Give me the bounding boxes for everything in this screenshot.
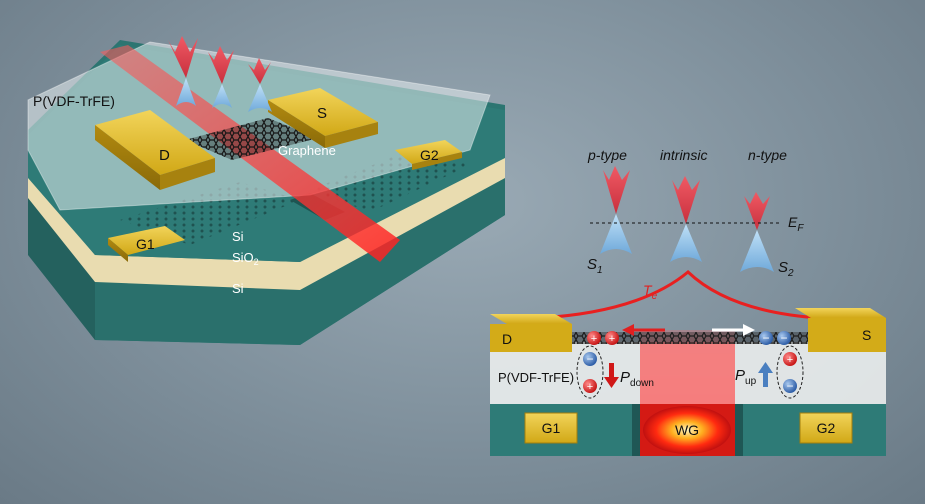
cs-gate2-pad xyxy=(799,412,853,444)
cs-source-front xyxy=(808,318,886,352)
gate2-pad-front xyxy=(412,152,462,170)
drain-electrode-side xyxy=(95,125,160,190)
electron-temperature-curve xyxy=(539,269,821,320)
cs-gap-left xyxy=(632,404,640,456)
label-fermi-level: EF xyxy=(788,214,804,234)
cs-drain-top xyxy=(490,314,572,324)
dipole-right-plus: + xyxy=(783,352,797,366)
cone-p-type xyxy=(600,166,632,254)
svg-text:+: + xyxy=(591,333,597,345)
graphene-shade xyxy=(185,118,318,160)
hole-current-arrowhead xyxy=(622,324,634,336)
dipole-left-plus: + xyxy=(583,379,597,393)
stack-front-face xyxy=(95,175,505,345)
cone-n-type xyxy=(740,192,774,272)
gate1-pad xyxy=(108,226,185,255)
label-p-down: Pdown xyxy=(620,369,654,389)
sio2-layer xyxy=(28,155,505,290)
dirac-cone-middle xyxy=(208,46,234,108)
gate1-pad-side xyxy=(108,238,128,262)
gate2-pad xyxy=(395,140,462,164)
label-s1: S1 xyxy=(587,256,603,276)
svg-text:+: + xyxy=(587,381,593,393)
cs-label-drain: D xyxy=(502,331,512,347)
source-electrode-front xyxy=(325,122,378,148)
cone-intrinsic xyxy=(670,176,702,262)
label-drain: D xyxy=(159,147,170,164)
dipole-left-minus: − xyxy=(583,352,597,366)
label-si-bottom: Si xyxy=(232,281,244,296)
p-down-arrow-shaft xyxy=(609,363,614,377)
cross-section: D S + + − − − + + − Pdown Pup P(VDF-TrFE… xyxy=(490,308,886,456)
label-te: Te xyxy=(643,282,658,302)
cs-label-gate2: G2 xyxy=(817,420,836,436)
electron-carrier-2: − xyxy=(777,331,791,345)
dipole-left-outline xyxy=(576,345,604,399)
p-down-arrow-head xyxy=(604,377,619,388)
cs-label-ferroelectric: P(VDF-TrFE) xyxy=(498,370,574,385)
svg-text:−: − xyxy=(780,331,787,345)
label-si-top: Si xyxy=(232,229,244,244)
label-sio2: SiO2 xyxy=(232,250,259,267)
source-electrode-top xyxy=(268,88,378,136)
label-source: S xyxy=(317,105,327,122)
cs-label-gate1: G1 xyxy=(542,420,561,436)
label-gate1: G1 xyxy=(136,236,155,252)
beam-through-slab xyxy=(640,342,735,404)
p-up-arrow-shaft xyxy=(763,373,768,387)
dipole-right-outline xyxy=(776,345,804,399)
graphene-sheet xyxy=(185,118,318,160)
label-n-type: n-type xyxy=(748,147,787,163)
hole-carrier-2: + xyxy=(605,331,619,345)
cs-drain-front xyxy=(490,324,572,352)
electron-carrier-1: − xyxy=(759,331,773,345)
drain-electrode-top xyxy=(95,110,215,175)
label-graphene: Graphene xyxy=(278,143,336,158)
svg-text:+: + xyxy=(787,354,793,366)
device-3d: P(VDF-TrFE) D S Graphene G1 G2 Si SiO2 S… xyxy=(27,36,505,345)
label-ferroelectric: P(VDF-TrFE) xyxy=(33,93,115,109)
svg-text:−: − xyxy=(586,352,593,366)
label-p-type: p-type xyxy=(587,147,627,163)
cs-gap-right xyxy=(735,404,743,456)
dipole-right-minus: − xyxy=(783,379,797,393)
dirac-cone-left xyxy=(168,36,198,106)
cs-source-top xyxy=(795,308,886,318)
label-s2: S2 xyxy=(778,259,794,279)
electron-current-arrowhead xyxy=(743,324,755,336)
svg-text:−: − xyxy=(762,331,769,345)
cs-gate1-pad xyxy=(524,412,578,444)
drain-electrode-front xyxy=(160,158,215,190)
p-up-arrow-head xyxy=(758,362,773,373)
label-intrinsic: intrinsic xyxy=(660,147,707,163)
band-diagram: p-type intrinsic n-type EF S1 S2 Te xyxy=(539,147,821,320)
dirac-cone-right xyxy=(248,58,272,112)
stack-left-face xyxy=(28,190,95,340)
hole-carrier-1: + xyxy=(587,331,601,345)
label-p-up: Pup xyxy=(735,367,757,387)
waveguide-mode xyxy=(643,406,731,454)
cs-label-waveguide: WG xyxy=(675,422,699,438)
svg-text:−: − xyxy=(786,379,793,393)
svg-text:+: + xyxy=(609,333,615,345)
source-electrode-side xyxy=(268,100,325,148)
cs-label-source: S xyxy=(862,327,871,343)
label-gate2: G2 xyxy=(420,147,439,163)
